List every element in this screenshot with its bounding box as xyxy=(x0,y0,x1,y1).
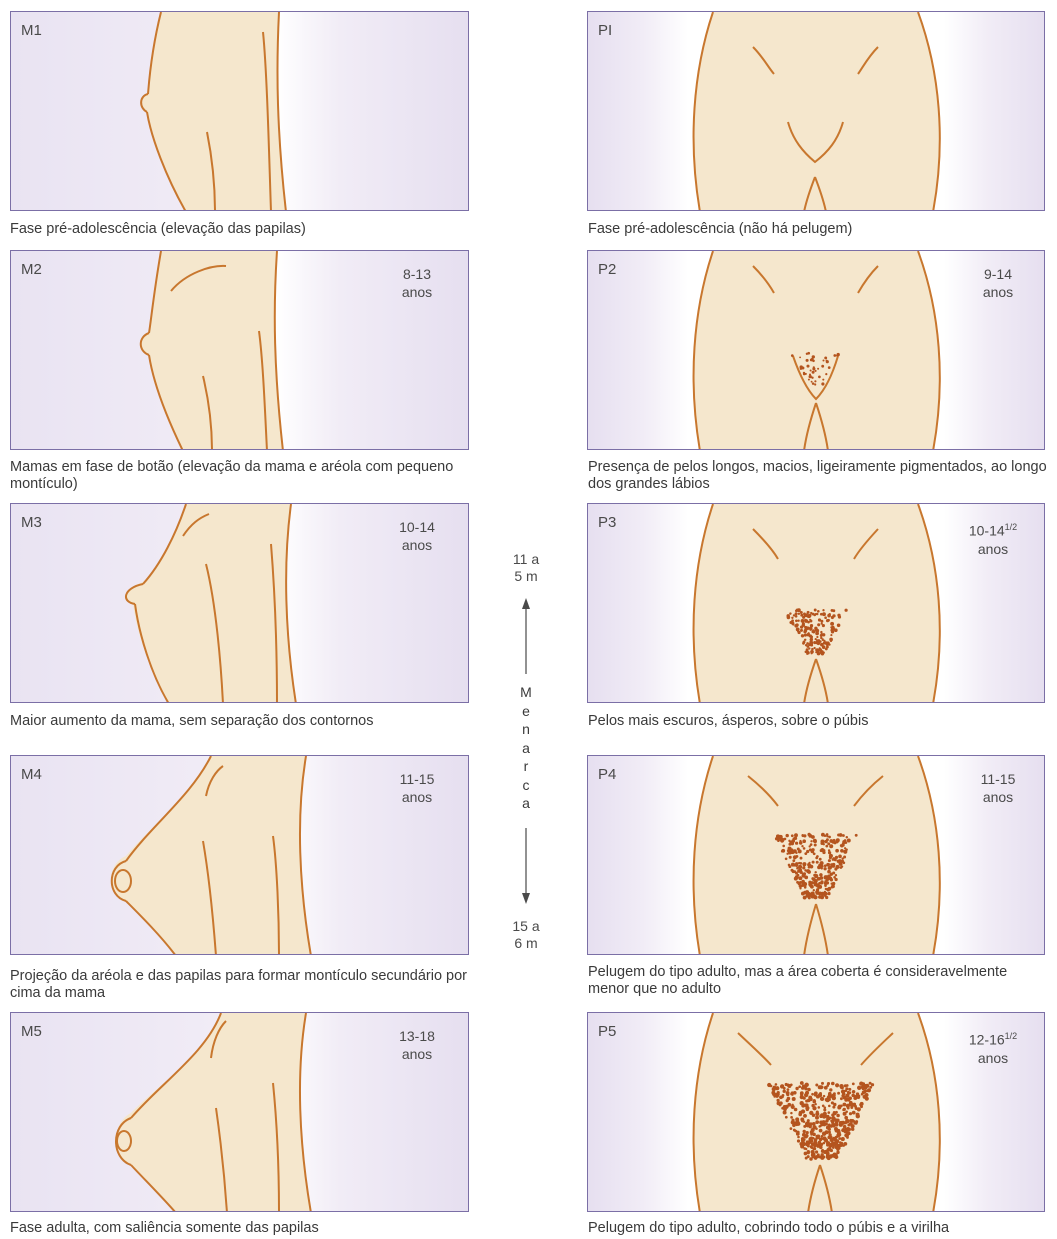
menarche-start: 11 a 5 m xyxy=(498,551,554,585)
menarche-end: 15 a 6 m xyxy=(498,918,554,952)
caption-m5: Fase adulta, com saliência somente das p… xyxy=(10,1220,480,1237)
age-range-unit: anos xyxy=(382,788,452,806)
stage-label-p3: P3 xyxy=(598,514,616,531)
caption-p3: Pelos mais escuros, ásperos, sobre o púb… xyxy=(588,713,1048,730)
caption-m3: Maior aumento da mama, sem separação dos… xyxy=(10,713,480,730)
age-range-value: 10-14 xyxy=(382,518,452,536)
menarche-start-years: 11 a xyxy=(498,551,554,568)
age-range-p5-fraction: 1/2 xyxy=(1005,1031,1018,1041)
age-range-p3-fraction: 1/2 xyxy=(1005,522,1018,532)
menarche-letter: e xyxy=(508,702,544,721)
menarche-letter: M xyxy=(508,683,544,702)
age-range-value: 8-13 xyxy=(382,265,452,283)
panel-p3: P3 10-141/2 anos xyxy=(587,503,1045,703)
stage-label-m4: M4 xyxy=(21,766,42,783)
menarche-end-years: 15 a xyxy=(498,918,554,935)
stage-label-p4: P4 xyxy=(598,766,616,783)
stage-label-p5: P5 xyxy=(598,1023,616,1040)
caption-m1: Fase pré-adolescência (elevação das papi… xyxy=(10,221,480,238)
age-range-p3-unit: anos xyxy=(958,540,1028,558)
age-range-value: 11-15 xyxy=(382,770,452,788)
breast-profile-m1 xyxy=(11,12,469,211)
age-range-p5: 12-161/2 anos xyxy=(958,1027,1028,1067)
age-range-p3: 10-141/2 anos xyxy=(958,518,1028,558)
panel-p1: PI xyxy=(587,11,1045,211)
age-range-p5-unit: anos xyxy=(958,1049,1028,1067)
menarche-letter: r xyxy=(508,757,544,776)
stage-label-p1: PI xyxy=(598,22,612,39)
stage-label-p2: P2 xyxy=(598,261,616,278)
panel-m1: M1 xyxy=(10,11,469,211)
caption-m4: Projeção da aréola e das papilas para fo… xyxy=(10,968,470,1002)
caption-m2: Mamas em fase de botão (elevação da mama… xyxy=(10,459,470,493)
menarche-letter: n xyxy=(508,720,544,739)
stage-label-m2: M2 xyxy=(21,261,42,278)
stage-label-m1: M1 xyxy=(21,22,42,39)
age-range-value: 13-18 xyxy=(382,1027,452,1045)
caption-p5: Pelugem do tipo adulto, cobrindo todo o … xyxy=(588,1220,1056,1237)
caption-p4: Pelugem do tipo adulto, mas a área cober… xyxy=(588,964,1048,998)
stage-label-m3: M3 xyxy=(21,514,42,531)
menarche-letter: a xyxy=(508,739,544,758)
caption-p1: Fase pré-adolescência (não há pelugem) xyxy=(588,221,1048,238)
caption-p2: Presença de pelos longos, macios, ligeir… xyxy=(588,459,1048,493)
stage-label-m5: M5 xyxy=(21,1023,42,1040)
menarche-end-months: 6 m xyxy=(498,935,554,952)
menarche-letter: c xyxy=(508,776,544,795)
age-range-value: 11-15 xyxy=(968,770,1028,788)
age-range-unit: anos xyxy=(968,788,1028,806)
age-range-value: 9-14 xyxy=(968,265,1028,283)
age-range-p5-main: 12-16 xyxy=(969,1032,1005,1048)
age-range-unit: anos xyxy=(382,536,452,554)
age-range-unit: anos xyxy=(382,283,452,301)
pubic-view-p1 xyxy=(588,12,1045,211)
age-range-unit: anos xyxy=(968,283,1028,301)
age-range-unit: anos xyxy=(382,1045,452,1063)
menarche-start-months: 5 m xyxy=(498,568,554,585)
menarche-letter: a xyxy=(508,794,544,813)
age-range-p3-main: 10-14 xyxy=(969,523,1005,539)
panel-p5: P5 12-161/2 anos xyxy=(587,1012,1045,1212)
